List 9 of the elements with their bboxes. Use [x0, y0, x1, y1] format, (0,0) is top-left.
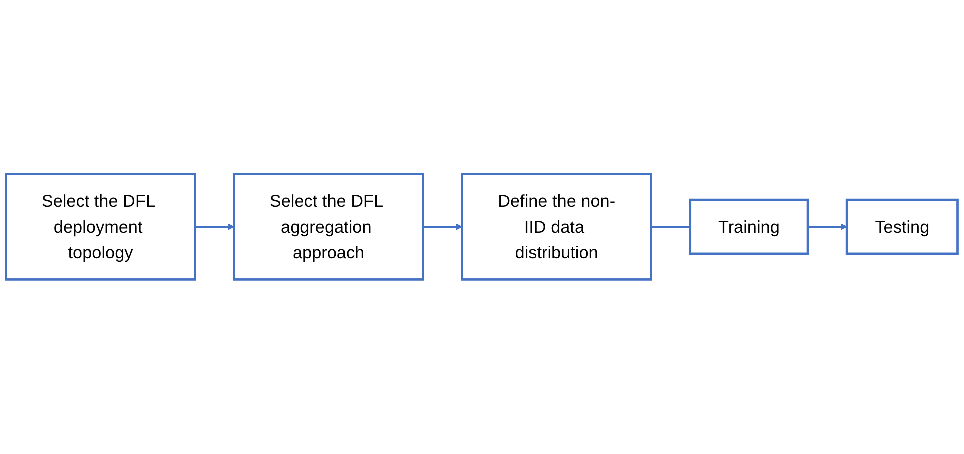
connector: [651, 226, 690, 228]
node-box: Select the DFL deployment topology: [5, 173, 196, 281]
node-box: Select the DFL aggregation approach: [233, 173, 424, 281]
arrow: [195, 224, 235, 230]
node-box: Training: [689, 198, 810, 256]
arrow: [423, 224, 463, 230]
arrow: [808, 224, 848, 230]
node-box: Define the non-IID data distribution: [461, 173, 652, 281]
node-box: Testing: [846, 198, 959, 256]
